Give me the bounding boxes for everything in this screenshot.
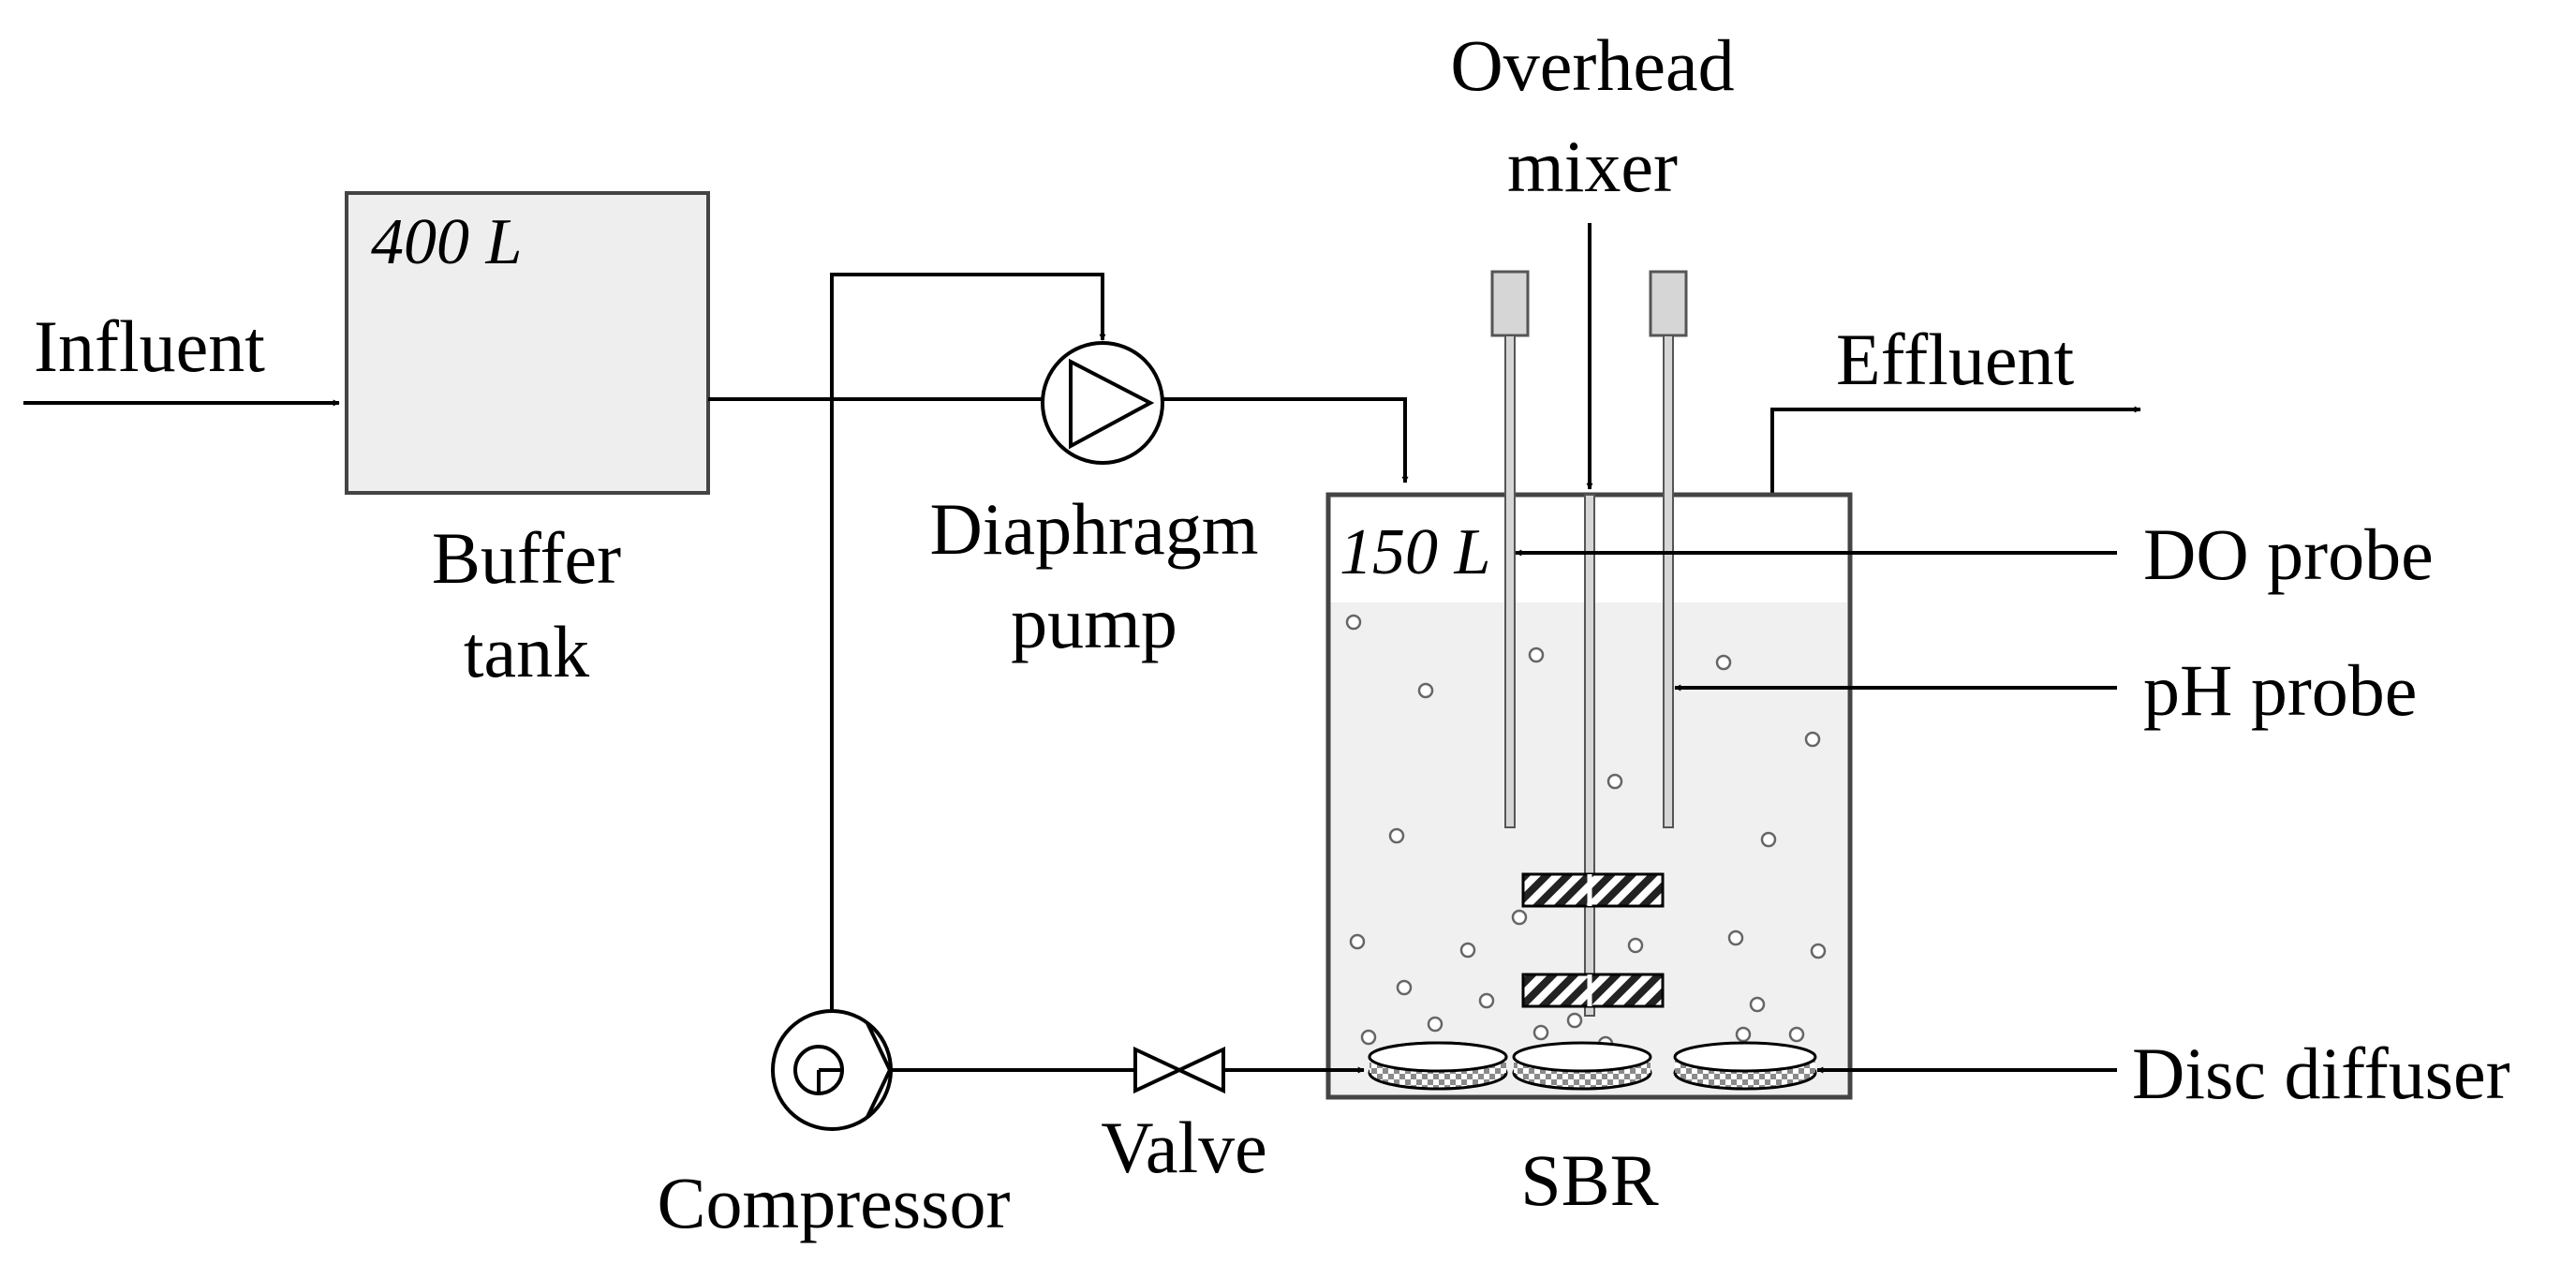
- do-probe-label: DO probe: [2143, 513, 2434, 595]
- impeller-lower: [1521, 973, 1665, 1008]
- overhead-mixer: [1521, 223, 1665, 1017]
- effluent-line: [1770, 406, 2141, 494]
- disc-diffusers: [1368, 1041, 1817, 1091]
- buffer-label-line2: tank: [464, 611, 589, 692]
- valve-icon: [1133, 1046, 1225, 1094]
- disc-diffuser-label: Disc diffuser: [2132, 1033, 2510, 1114]
- valve-label: Valve: [1101, 1107, 1267, 1188]
- sbr-label: SBR: [1520, 1139, 1658, 1221]
- ph-probe: [1649, 270, 1688, 828]
- pump-label-line1: Diaphragm: [930, 488, 1259, 570]
- pump-label-line2: pump: [1011, 582, 1177, 663]
- impeller-upper: [1521, 872, 1665, 908]
- ph-probe-label: pH probe: [2143, 649, 2417, 731]
- buffer-volume-label: 400 L: [371, 206, 522, 278]
- influent-label: Influent: [34, 305, 265, 387]
- sbr-volume-label: 150 L: [1340, 516, 1490, 588]
- buffer-label-line1: Buffer: [432, 517, 621, 599]
- diaphragm-pump-icon: [1041, 341, 1164, 465]
- pump-to-sbr-line: [1162, 397, 1409, 483]
- compressor-to-pump-line: [830, 273, 1106, 1014]
- do-probe: [1490, 270, 1530, 828]
- mixer-label-line2: mixer: [1507, 126, 1678, 207]
- compressor-icon: [771, 1009, 893, 1131]
- compressor-label: Compressor: [658, 1162, 1011, 1243]
- air-bubbles: [1345, 614, 1827, 1052]
- effluent-label: Effluent: [1836, 319, 2074, 400]
- buffer-tank: [345, 191, 710, 495]
- mixer-label-line1: Overhead: [1450, 24, 1734, 106]
